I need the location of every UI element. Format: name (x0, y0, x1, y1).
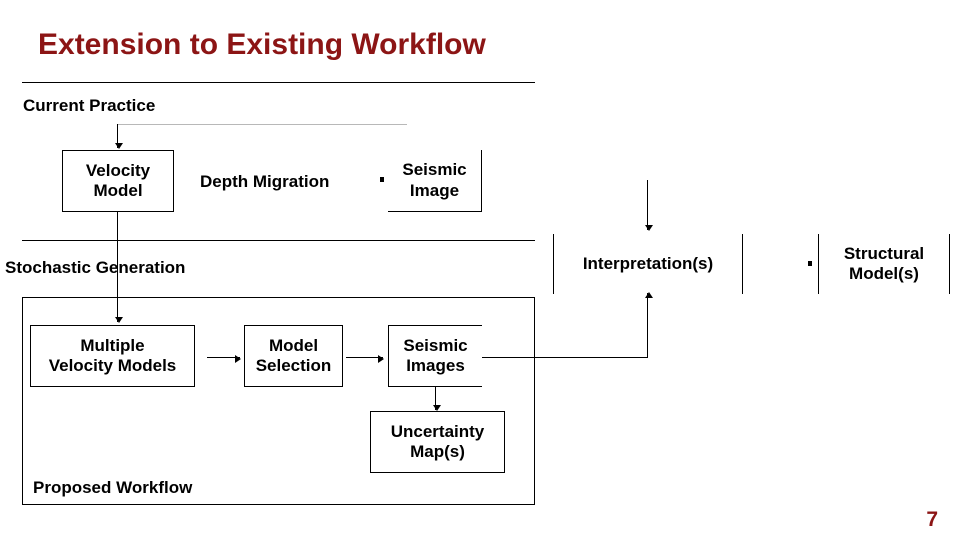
node-uncertainty-maps-line1: Uncertainty (390, 421, 485, 441)
section-label-current-practice: Current Practice (23, 96, 156, 115)
node-model-selection: Model Selection (244, 325, 343, 387)
arrow-down-icon-to-interpretations (644, 180, 653, 231)
node-structural-models-line1: Structural (843, 243, 925, 263)
node-model-selection-line2: Selection (255, 356, 332, 375)
arrow-down-icon-to-multiple-velocity-models (114, 212, 123, 323)
arrow-down-icon-to-velocity-model (114, 124, 123, 149)
node-seismic-image: Seismic Image (388, 150, 482, 212)
proposed-workflow-container (22, 297, 535, 505)
node-structural-models: Structural Model(s) (818, 234, 950, 294)
arrow-right-icon-to-structural-models (808, 261, 812, 266)
node-interpretations: Interpretation(s) (553, 234, 743, 294)
node-interpretations-line1: Interpretation(s) (582, 253, 714, 273)
node-multiple-velocity-models-line1: Multiple (80, 335, 145, 355)
arrow-up-icon-to-interpretations (644, 292, 653, 358)
node-seismic-image-line1: Seismic (402, 160, 467, 180)
node-velocity-model-line1: Velocity (85, 160, 151, 180)
node-velocity-model-line2: Model (93, 181, 143, 200)
section-label-proposed-workflow: Proposed Workflow (33, 478, 193, 497)
arrow-down-icon-to-uncertainty-maps (432, 387, 441, 411)
arrow-right-icon-to-model-selection (207, 354, 241, 363)
node-depth-migration: Depth Migration (200, 172, 330, 191)
node-seismic-images: Seismic Images (388, 325, 482, 387)
current-practice-guide-line (117, 124, 407, 125)
page-number: 7 (926, 508, 938, 531)
page-title: Extension to Existing Workflow (38, 28, 486, 61)
arrow-right-icon-to-seismic-image (380, 177, 384, 182)
node-model-selection-line1: Model (268, 335, 319, 355)
seismic-images-output-line (482, 357, 648, 358)
stochastic-generation-top-rule (22, 240, 535, 241)
node-structural-models-line2: Model(s) (849, 264, 919, 283)
node-multiple-velocity-models: Multiple Velocity Models (30, 325, 195, 387)
node-seismic-images-line1: Seismic (403, 335, 468, 355)
node-multiple-velocity-models-line2: Velocity Models (48, 356, 177, 375)
arrow-right-icon-to-seismic-images (346, 354, 384, 363)
current-practice-top-rule (22, 82, 535, 83)
node-uncertainty-maps: Uncertainty Map(s) (370, 411, 505, 473)
node-velocity-model: Velocity Model (62, 150, 174, 212)
node-seismic-images-line2: Images (406, 356, 465, 375)
section-label-stochastic-generation: Stochastic Generation (5, 258, 186, 277)
node-uncertainty-maps-line2: Map(s) (410, 442, 465, 461)
node-seismic-image-line2: Image (409, 180, 460, 200)
